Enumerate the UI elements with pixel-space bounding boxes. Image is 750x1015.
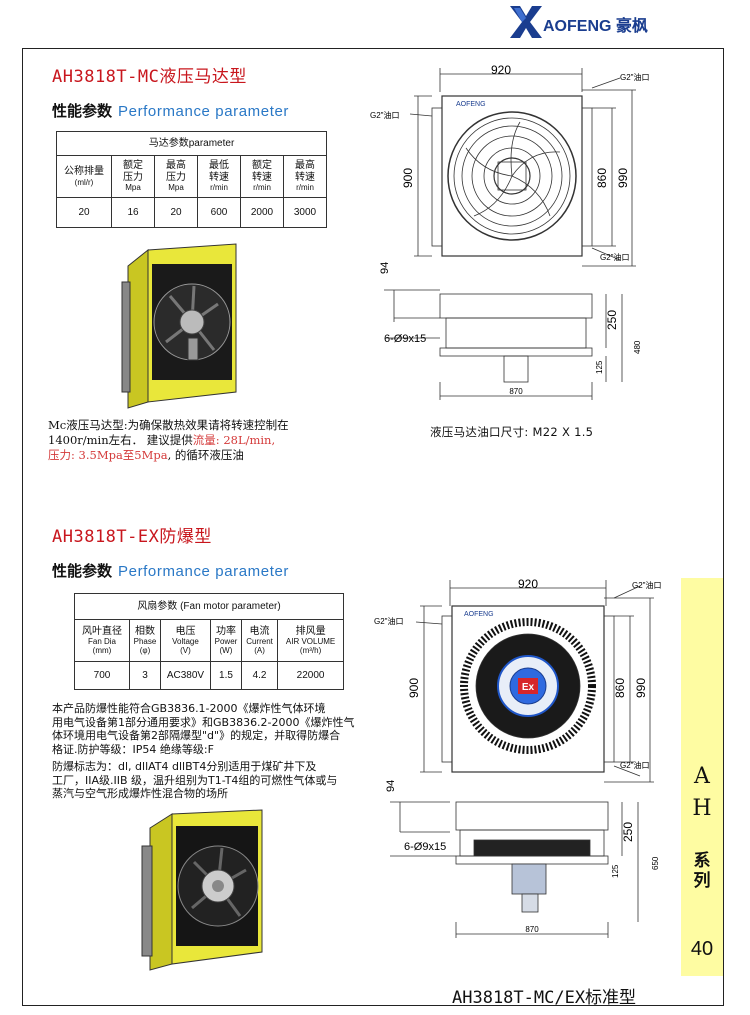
port-label: G2"油口 <box>600 252 630 262</box>
ex-mark-label: Ex <box>522 682 535 693</box>
mc-value: 2000 <box>240 197 284 228</box>
drawing-brand: AOFENG <box>456 101 486 108</box>
dim-125: 125 <box>595 360 604 374</box>
dim-920: 920 <box>491 63 511 77</box>
ex-value: AC380V <box>159 661 211 690</box>
ex-marking-text: 防爆标志为：dl, dllAT4 dllBT4分别适用于煤矿井下及 工厂，IIA… <box>52 760 338 800</box>
dim-990: 990 <box>616 168 630 188</box>
series-letter-h: H <box>692 796 712 821</box>
dim-920: 920 <box>518 577 538 591</box>
ex-value: 3 <box>129 661 161 690</box>
port-label: G2"油口 <box>632 580 662 590</box>
ex-compliance-text: 本产品防爆性能符合GB3836.1-2000《爆炸性气体环境 用电气设备第1部分… <box>52 702 355 756</box>
mc-value: 3000 <box>283 197 327 228</box>
dim-250: 250 <box>605 310 619 330</box>
dim-650: 650 <box>651 856 660 870</box>
mc-value: 20 <box>56 197 112 228</box>
dim-900: 900 <box>401 168 415 188</box>
brand-name: AOFENG 豪枫 <box>543 18 648 35</box>
ex-product-image <box>141 809 263 971</box>
dim-holes: 6-Ø9x15 <box>404 841 446 853</box>
ex-table-header: 风扇参数 (Fan motor parameter) <box>74 593 344 620</box>
port-label: G2"油口 <box>370 110 400 120</box>
series-char-xi: 系 <box>693 851 711 871</box>
dim-94: 94 <box>379 262 391 274</box>
mc-value: 600 <box>197 197 241 228</box>
dim-870: 870 <box>509 387 523 396</box>
page-number: 40 <box>690 938 714 960</box>
ex-value: 1.5 <box>209 661 242 690</box>
ex-value: 22000 <box>277 661 344 690</box>
dim-860: 860 <box>595 168 609 188</box>
mc-table-header: 马达参数parameter <box>56 131 327 156</box>
dim-900: 900 <box>407 678 421 698</box>
port-label: G2"油口 <box>620 72 650 82</box>
footer-title: AH3818T-MC/EX标准型 <box>452 988 637 1008</box>
series-char-lie: 列 <box>693 871 711 891</box>
dim-990: 990 <box>634 678 648 698</box>
dim-holes: 6-Ø9x15 <box>384 333 426 345</box>
port-label: G2"油口 <box>620 760 650 770</box>
mc-value: 16 <box>111 197 155 228</box>
dim-94: 94 <box>385 780 397 792</box>
mc-section-title: AH3818T-MC液压马达型 <box>52 67 247 87</box>
drawing-brand: AOFENG <box>464 611 494 618</box>
dim-250: 250 <box>621 822 635 842</box>
mc-value: 20 <box>154 197 198 228</box>
dim-870: 870 <box>525 925 539 934</box>
dim-480: 480 <box>633 340 642 354</box>
mc-product-image <box>121 243 237 409</box>
ex-technical-drawing: Ex 920 900 860 990 G2"油口 G2"油口 G2"油口 AOF… <box>374 577 662 938</box>
mc-technical-drawing: 920 900 860 990 G2"油口 G2"油口 G2"油口 AOFENG… <box>370 63 650 400</box>
ex-section-title: AH3818T-EX防爆型 <box>52 527 212 547</box>
port-size-note: 液压马达油口尺寸: M22 X 1.5 <box>430 425 594 439</box>
ex-value: 700 <box>74 661 130 690</box>
series-letter-a: A <box>694 764 710 789</box>
mc-description: Mc液压马达型:为确保散热效果请将转速控制在 1400r/min左右． 建议提供… <box>48 418 289 462</box>
page-frame <box>22 48 724 1006</box>
mc-col-header: 公称排量(ml/r) <box>56 155 112 198</box>
aofeng-logo-icon <box>510 6 542 38</box>
series-side-tab <box>681 578 723 976</box>
dim-860: 860 <box>613 678 627 698</box>
dim-125: 125 <box>611 864 620 878</box>
ex-value: 4.2 <box>240 661 279 690</box>
port-label: G2"油口 <box>374 616 404 626</box>
